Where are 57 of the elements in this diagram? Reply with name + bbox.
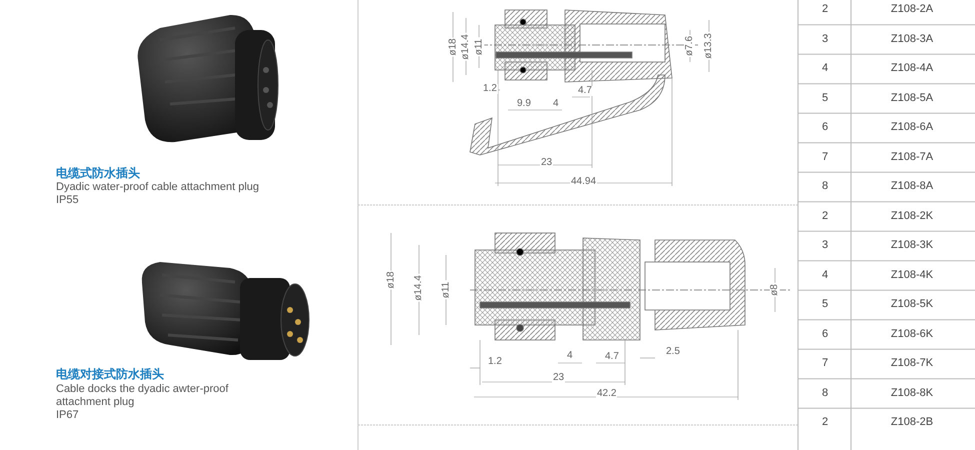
model-number-cell-text: Z108-2K — [890, 210, 934, 222]
model-number-cell-text: Z108-2A — [890, 4, 934, 15]
dimension-label: ø13.3 — [704, 32, 714, 60]
pin-count-cell-text: 3 — [820, 34, 830, 44]
dimension-label: ø14.4 — [460, 33, 471, 61]
pin-count-cell-text: 4 — [820, 270, 830, 280]
pin-count-cell-text: 2 — [820, 4, 830, 15]
model-number-cell-text: Z108-2B — [890, 417, 934, 428]
pin-count-cell-text: 2 — [820, 210, 830, 222]
pin-count-cell-text: 5 — [820, 92, 830, 104]
product-description: IP67 — [56, 410, 79, 421]
model-number-cell-text: Z108-3K — [890, 240, 934, 251]
dimension-label: 4 — [566, 351, 574, 361]
product-description: Dyadic water-proof cable attachment plug — [56, 182, 259, 193]
pin-count-cell-text: 7 — [820, 152, 830, 162]
model-number-cell-text: Z108-4K — [890, 270, 934, 280]
model-number-cell-text: Z108-6A — [890, 122, 934, 133]
product-description: IP55 — [56, 195, 79, 206]
model-number-cell-text: Z108-5K — [890, 299, 934, 310]
model-number-cell-text: Z108-7A — [890, 152, 934, 162]
product-description: Cable docks the dyadic awter-proof attachment plug — [56, 383, 230, 409]
model-number-cell-text: Z108-8K — [890, 388, 934, 398]
dimension-label: ø18 — [386, 270, 396, 290]
dimension-label: 23 — [540, 158, 554, 168]
dimension-label: ø18 — [448, 37, 458, 57]
dimension-label: 4.7 — [604, 352, 620, 362]
product-title: 电缆式防水插头 — [56, 167, 140, 179]
pin-count-cell-text: 8 — [820, 181, 830, 192]
dimension-label: 44.94 — [570, 177, 598, 187]
dimension-label: 23 — [552, 373, 566, 383]
model-number-cell-text: Z108-7K — [890, 358, 934, 369]
pin-count-cell-text: 4 — [820, 63, 830, 74]
pin-count-cell-text: 6 — [820, 122, 830, 133]
model-number-cell-text: Z108-6K — [890, 328, 934, 340]
dimension-label: 1.2 — [482, 84, 498, 94]
pin-count-cell-text: 5 — [820, 299, 830, 310]
pin-count-cell-text: 8 — [820, 388, 830, 398]
model-number-cell-text: Z108-5A — [890, 92, 934, 104]
dimension-label: ø11 — [474, 38, 484, 56]
dimension-label: 2.5 — [665, 347, 681, 357]
pin-count-cell-text: 3 — [820, 240, 830, 251]
model-number-cell-text: Z108-4A — [890, 63, 934, 74]
dimension-label: ø14.4 — [414, 274, 424, 302]
pin-count-cell-text: 2 — [820, 417, 830, 428]
dimension-label: 1.2 — [487, 357, 503, 367]
dimension-label: ø8 — [770, 283, 780, 297]
pin-count-cell-text: 7 — [820, 358, 830, 369]
product-title: 电缆对接式防水插头 — [56, 368, 164, 380]
dimension-label: ø11 — [440, 280, 451, 300]
dimension-label: 9.9 — [516, 99, 532, 109]
dimension-label: ø7.6 — [685, 35, 695, 57]
model-number-cell-text: Z108-3A — [890, 34, 934, 44]
dimension-label: 4.7 — [577, 86, 593, 96]
model-number-cell-text: Z108-8A — [890, 181, 934, 192]
dimension-label: 4 — [552, 99, 560, 109]
dimension-label: 42.2 — [596, 389, 618, 399]
pin-count-cell-text: 6 — [820, 328, 830, 340]
